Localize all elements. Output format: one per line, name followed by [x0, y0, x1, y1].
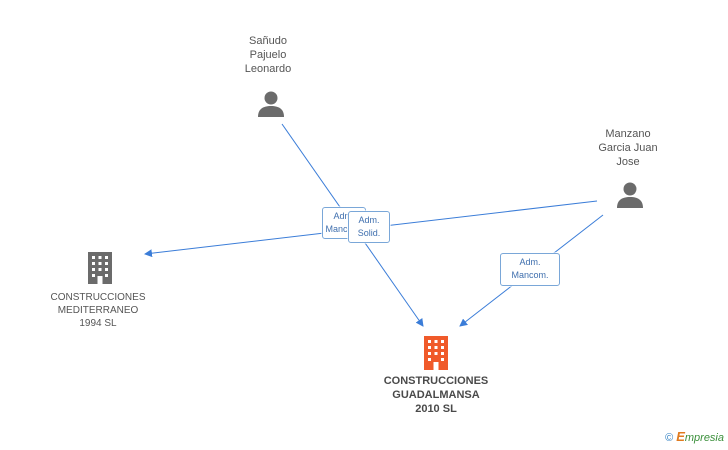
building-icon[interactable]: [84, 250, 116, 284]
empresia-logo: ©Empresia: [665, 429, 724, 444]
building-icon[interactable]: [420, 334, 452, 370]
person-name-manzano: Manzano Garcia Juan Jose: [598, 128, 658, 168]
company-name-guadalmansa: CONSTRUCCIONES GUADALMANSA 2010 SL: [383, 375, 489, 415]
company-name-mediterraneo: CONSTRUCCIONES MEDITERRANEO 1994 SL: [50, 292, 146, 329]
brand-name: mpresia: [684, 432, 724, 444]
brand-initial: E: [676, 429, 685, 444]
copyright-icon: ©: [665, 432, 674, 444]
person-node-sanudo[interactable]: Sañudo Pajuelo Leonardo: [218, 34, 318, 76]
company-node-mediterraneo[interactable]: CONSTRUCCIONES MEDITERRANEO 1994 SL: [36, 291, 160, 330]
person-name-sanudo: Sañudo Pajuelo Leonardo: [244, 35, 292, 75]
edge-label-sanudo-guadalmansa[interactable]: Adm. Solid.: [348, 211, 390, 243]
edge-label-manzano-guadalmansa[interactable]: Adm. Mancom.: [500, 253, 560, 286]
person-node-manzano[interactable]: Manzano Garcia Juan Jose: [578, 127, 678, 169]
person-icon[interactable]: [615, 180, 645, 210]
person-icon[interactable]: [256, 89, 286, 119]
company-node-guadalmansa[interactable]: CONSTRUCCIONES GUADALMANSA 2010 SL: [366, 374, 506, 416]
